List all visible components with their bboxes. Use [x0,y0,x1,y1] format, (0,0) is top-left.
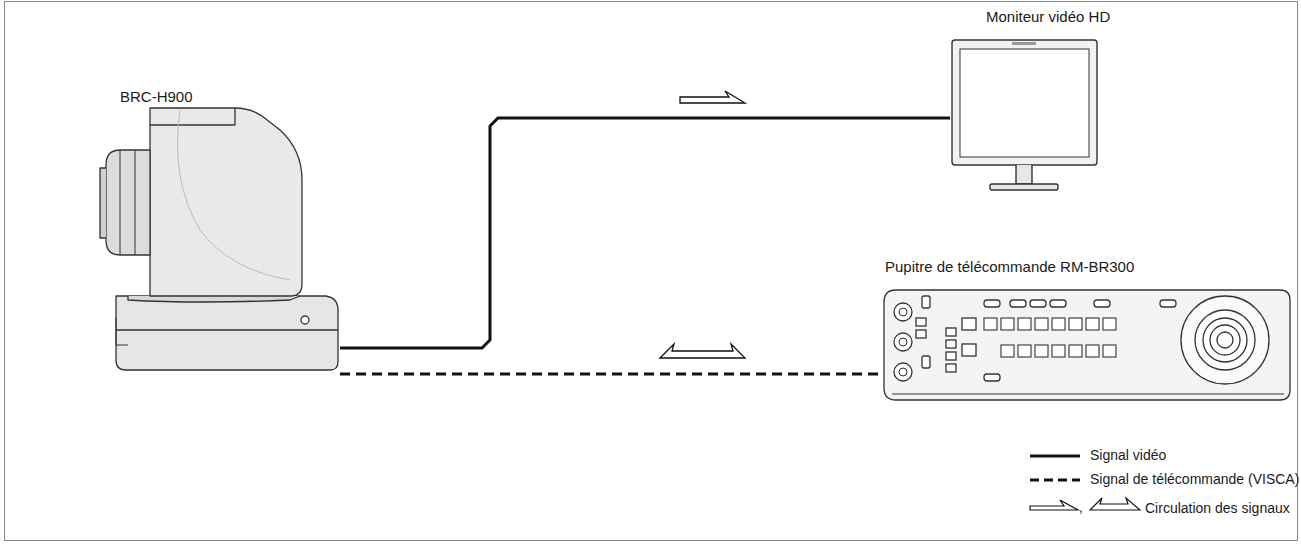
remote-node: Pupitre de télécommande RM-BR300 [880,258,1295,404]
frame [5,2,1298,541]
monitor-node: Moniteur vidéo HD [950,8,1114,190]
device-label: Moniteur vidéo HD [986,8,1110,26]
camera-node: BRC-H900 [95,88,340,373]
flow-arrow-sample [1030,500,1078,510]
legend-text: Signal vidéo [1090,447,1166,464]
double-flow-arrow-sample [1090,498,1140,510]
monitor-illustration [952,40,1097,190]
legend-text: Signal de télécommande (VISCA) [1090,471,1299,488]
control-signal-line [340,373,880,376]
dashed-line-sample [1030,479,1080,482]
remote-illustration [884,290,1290,400]
flow-arrow [660,344,745,358]
solid-line-sample [1030,455,1080,458]
flow-arrow [680,91,745,103]
video-signal-line [340,118,950,348]
device-label: BRC-H900 [120,88,193,106]
device-label: Pupitre de télécommande RM-BR300 [885,258,1134,276]
separator-comma: , [1079,499,1083,516]
camera-illustration [100,108,338,370]
legend-text: Circulation des signaux [1145,500,1290,517]
